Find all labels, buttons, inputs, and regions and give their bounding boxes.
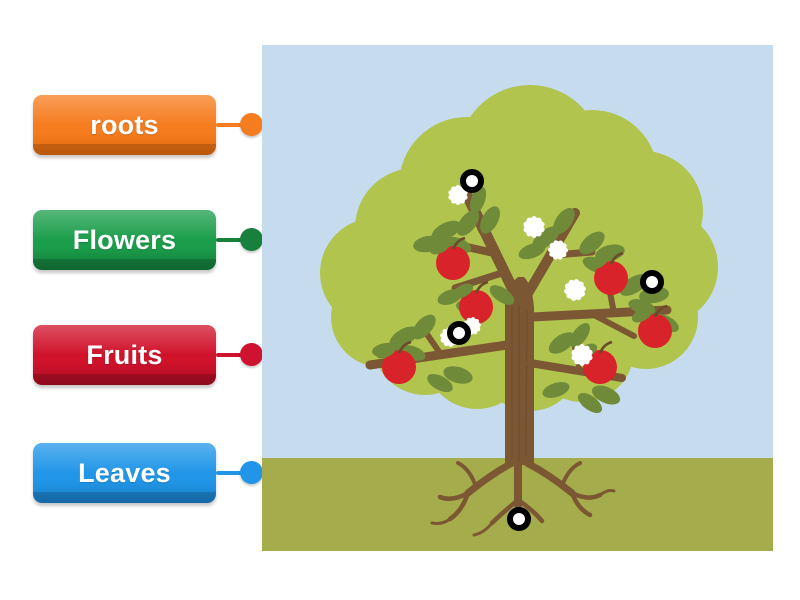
label-row-flowers: Flowers	[33, 210, 263, 270]
connector-leaves	[216, 461, 266, 484]
tree-blossoms	[440, 185, 593, 366]
label-text-leaves: Leaves	[78, 457, 171, 488]
tree-apples	[375, 236, 672, 384]
connector-line-leaves	[216, 471, 256, 475]
label-row-roots: roots	[33, 95, 263, 155]
drop-target-marker-1[interactable]	[460, 169, 484, 193]
drop-target-marker-3[interactable]	[447, 321, 471, 345]
connector-dot-leaves[interactable]	[240, 461, 263, 484]
drop-target-marker-4[interactable]	[507, 507, 531, 531]
connector-line-fruits	[216, 353, 256, 357]
connector-fruits	[216, 343, 266, 366]
tree-roots	[430, 459, 616, 537]
label-text-fruits: Fruits	[86, 339, 163, 370]
label-column: roots Flowers Fruits	[0, 0, 263, 600]
connector-flowers	[216, 228, 266, 251]
connector-line-flowers	[216, 238, 256, 242]
connector-dot-roots[interactable]	[240, 113, 263, 136]
connector-dot-fruits[interactable]	[240, 343, 263, 366]
draggable-label-roots[interactable]: roots	[33, 95, 216, 155]
connector-dot-flowers[interactable]	[240, 228, 263, 251]
label-text-roots: roots	[90, 109, 159, 140]
connector-roots	[216, 113, 266, 136]
apple-tree-illustration	[320, 85, 718, 537]
connector-line-roots	[216, 123, 256, 127]
label-text-flowers: Flowers	[72, 224, 177, 255]
drop-target-marker-2[interactable]	[640, 270, 664, 294]
draggable-label-leaves[interactable]: Leaves	[33, 443, 216, 503]
draggable-label-fruits[interactable]: Fruits	[33, 325, 216, 385]
label-row-fruits: Fruits	[33, 325, 263, 385]
draggable-label-flowers[interactable]: Flowers	[33, 210, 216, 270]
label-row-leaves: Leaves	[33, 443, 263, 503]
diagram-image-panel	[262, 45, 773, 551]
